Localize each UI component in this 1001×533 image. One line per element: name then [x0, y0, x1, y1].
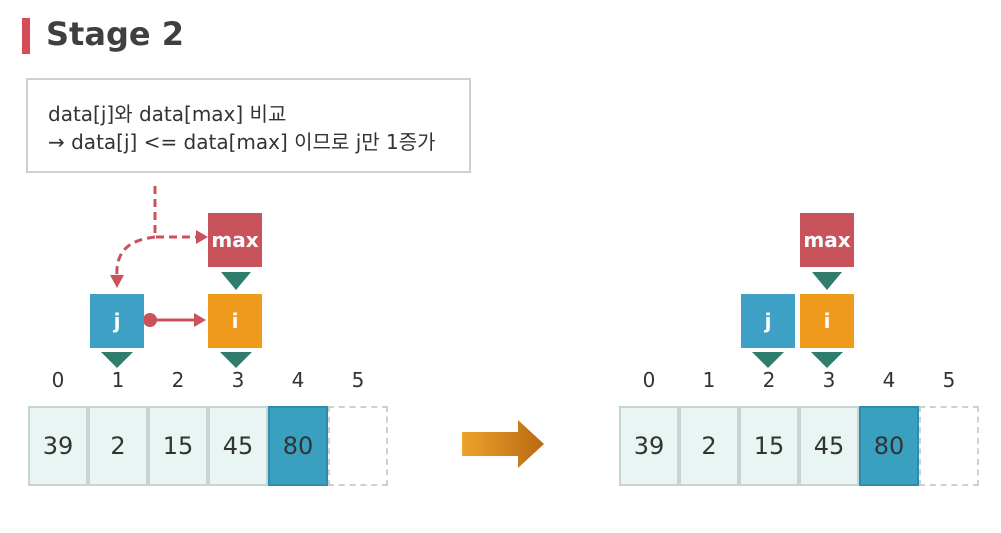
max-box-after: max [800, 213, 854, 267]
page-title: Stage 2 [46, 15, 184, 53]
title-accent-bar [22, 18, 30, 54]
dashed-connector-to-max [153, 186, 200, 239]
arrowhead-to-j [110, 275, 124, 288]
i-down-arrow-after [811, 352, 843, 368]
max-box: max [208, 213, 262, 267]
index-label: 0 [51, 368, 65, 392]
index-label: 4 [882, 368, 896, 392]
array-cell: 2 [88, 406, 148, 486]
array-cell-highlighted: 80 [859, 406, 919, 486]
arrowhead-to-i [194, 313, 206, 327]
i-down-arrow [220, 352, 252, 368]
index-label: 4 [291, 368, 305, 392]
explanation-line-2: → data[j] <= data[max] 이므로 j만 1증가 [48, 130, 436, 154]
array-cell-highlighted: 80 [268, 406, 328, 486]
index-label: 0 [642, 368, 656, 392]
j-box-after: j [741, 294, 795, 348]
array-cell-empty [328, 406, 388, 486]
index-label: 3 [231, 368, 245, 392]
index-label: 2 [171, 368, 185, 392]
max-down-arrow-after [812, 272, 842, 290]
explanation-line-1: data[j]와 data[max] 비교 [48, 102, 287, 126]
dashed-connector-to-j [115, 235, 156, 279]
i-box: i [208, 294, 262, 348]
array-cell-empty [919, 406, 979, 486]
array-cell: 15 [739, 406, 799, 486]
transition-arrow [462, 420, 544, 468]
j-box: j [90, 294, 144, 348]
index-label: 5 [351, 368, 365, 392]
index-label: 5 [942, 368, 956, 392]
array-cell: 45 [799, 406, 859, 486]
index-label: 1 [111, 368, 125, 392]
j-down-arrow-after [752, 352, 784, 368]
array-cell: 15 [148, 406, 208, 486]
max-down-arrow [221, 272, 251, 290]
arrowhead-to-max [196, 230, 208, 244]
j-down-arrow [101, 352, 133, 368]
array-cell: 45 [208, 406, 268, 486]
explanation-box: data[j]와 data[max] 비교 → data[j] <= data[… [26, 78, 471, 173]
index-label: 1 [702, 368, 716, 392]
array-cell: 39 [28, 406, 88, 486]
array-cell: 2 [679, 406, 739, 486]
i-box-after: i [800, 294, 854, 348]
array-cell: 39 [619, 406, 679, 486]
index-label: 3 [822, 368, 836, 392]
index-label: 2 [762, 368, 776, 392]
